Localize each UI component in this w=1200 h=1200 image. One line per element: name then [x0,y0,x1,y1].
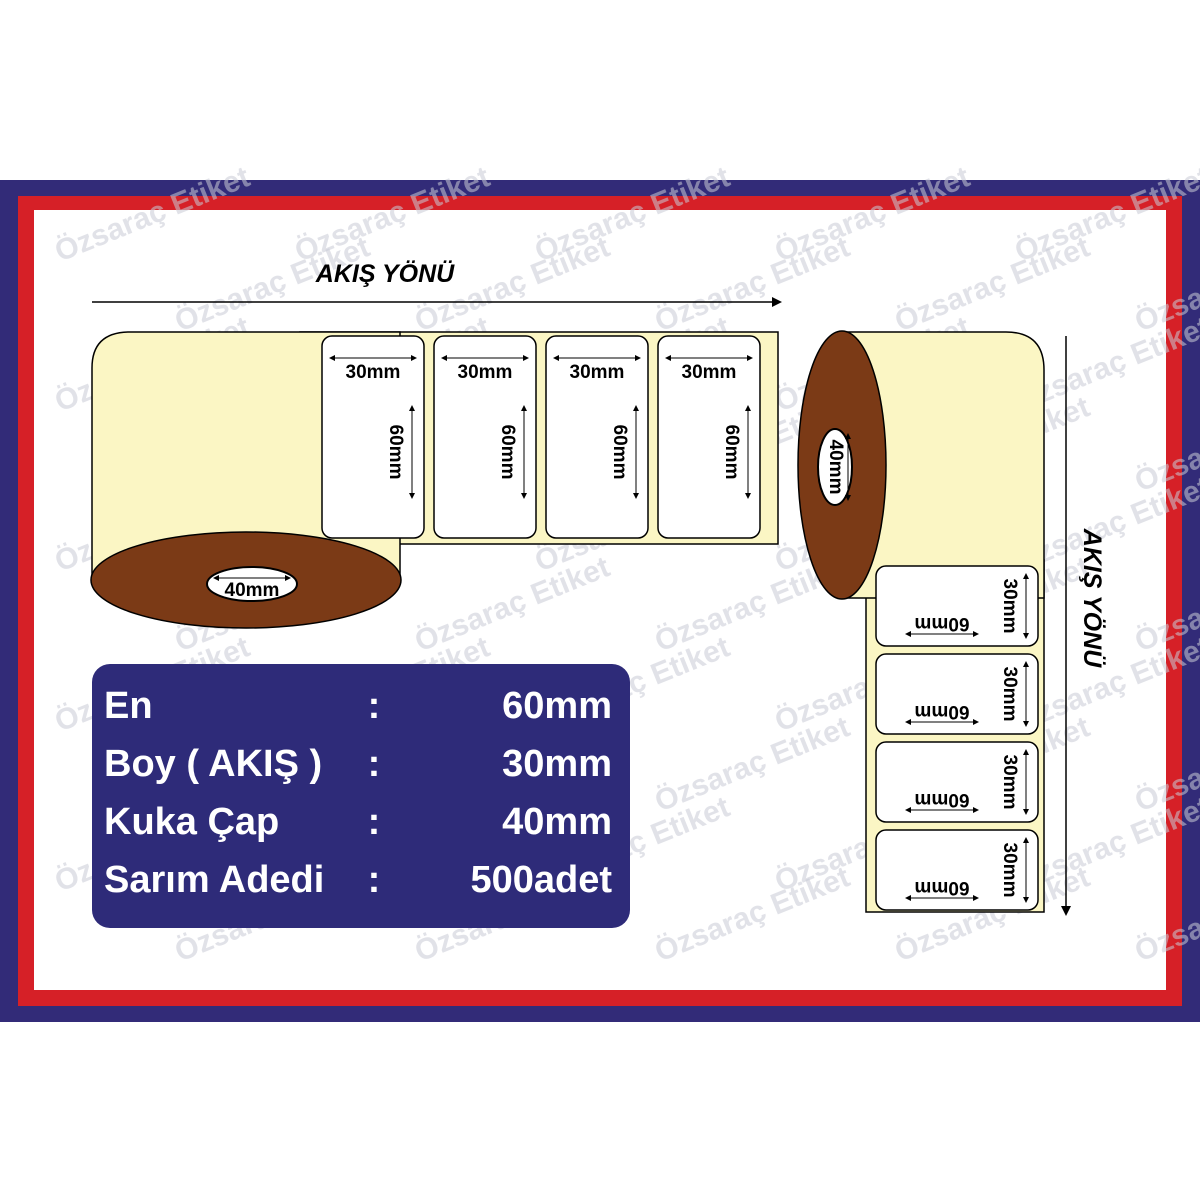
height-dimension-label: 60mm [497,425,518,480]
label-sticker [875,829,1039,911]
label-sticker [657,335,761,539]
spec-separator: : [368,743,381,785]
spec-value: 40mm [502,801,612,843]
spec-value: 30mm [502,743,612,785]
horizontal-labels: 30mm 60mm 30mm 60mm 30mm 60mm 30mm 60mm [321,335,761,539]
label-sticker [875,653,1039,735]
label-sticker [875,565,1039,647]
roll-body-vertical [841,331,1045,599]
label-sticker [433,335,537,539]
spec-panel-bg [92,664,630,928]
core-dimension-label-vertical: 40mm [825,440,846,495]
height-dimension-label: 60mm [915,701,970,722]
height-dimension-label: 60mm [915,789,970,810]
core-dimension-label: 40mm [225,580,280,601]
height-dimension-label: 60mm [721,425,742,480]
spec-name: Kuka Çap [104,801,279,843]
width-dimension-label: 30mm [999,843,1020,898]
width-dimension-label: 30mm [999,579,1020,634]
label-sticker [321,335,425,539]
spec-name: Boy ( AKIŞ ) [104,743,322,785]
width-dimension-label: 30mm [458,362,513,383]
vertical-roll: 40mm 60mm 30mm 60mm 30mm 60mm 30mm 60mm 30mm [797,330,1045,913]
vertical-labels: 60mm 30mm 60mm 30mm 60mm 30mm 60mm 30mm [875,565,1039,911]
spec-value: 500adet [470,859,612,901]
flow-label-vertical: AKIŞ YÖNÜ [1078,528,1107,668]
width-dimension-label: 30mm [682,362,737,383]
spec-name: En [104,685,153,727]
spec-value: 60mm [502,685,612,727]
height-dimension-label: 60mm [385,425,406,480]
width-dimension-label: 30mm [570,362,625,383]
spec-name: Sarım Adedi [104,859,324,901]
width-dimension-label: 30mm [999,667,1020,722]
spec-separator: : [368,685,381,727]
spec-separator: : [368,801,381,843]
height-dimension-label: 60mm [915,877,970,898]
width-dimension-label: 30mm [999,755,1020,810]
flow-label-horizontal: AKIŞ YÖNÜ [315,259,455,288]
width-dimension-label: 30mm [346,362,401,383]
height-dimension-label: 60mm [915,613,970,634]
roll-core-vertical [817,428,853,506]
spec-separator: : [368,859,381,901]
height-dimension-label: 60mm [609,425,630,480]
horizontal-roll: 40mm 30mm 60mm 30mm 60mm 30mm 60mm 30mm 60mm [90,331,779,629]
label-sticker [545,335,649,539]
label-sticker [875,741,1039,823]
